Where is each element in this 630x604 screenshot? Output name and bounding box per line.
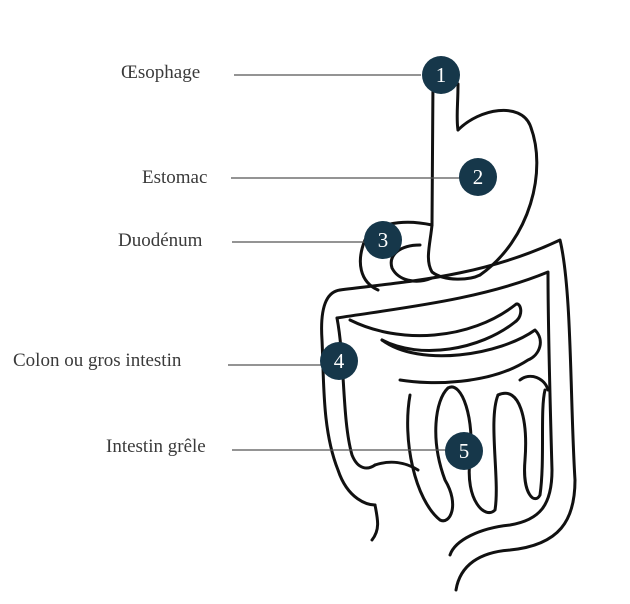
marker-4: 4 xyxy=(320,342,358,380)
oesophagus-outline xyxy=(432,80,433,225)
svg-text:1: 1 xyxy=(436,63,447,87)
svg-text:4: 4 xyxy=(334,349,345,373)
marker-2: 2 xyxy=(459,158,497,196)
marker-3: 3 xyxy=(364,221,402,259)
marker-5: 5 xyxy=(445,432,483,470)
svg-text:2: 2 xyxy=(473,165,484,189)
svg-text:5: 5 xyxy=(459,439,470,463)
svg-text:3: 3 xyxy=(378,228,389,252)
marker-1: 1 xyxy=(422,56,460,94)
